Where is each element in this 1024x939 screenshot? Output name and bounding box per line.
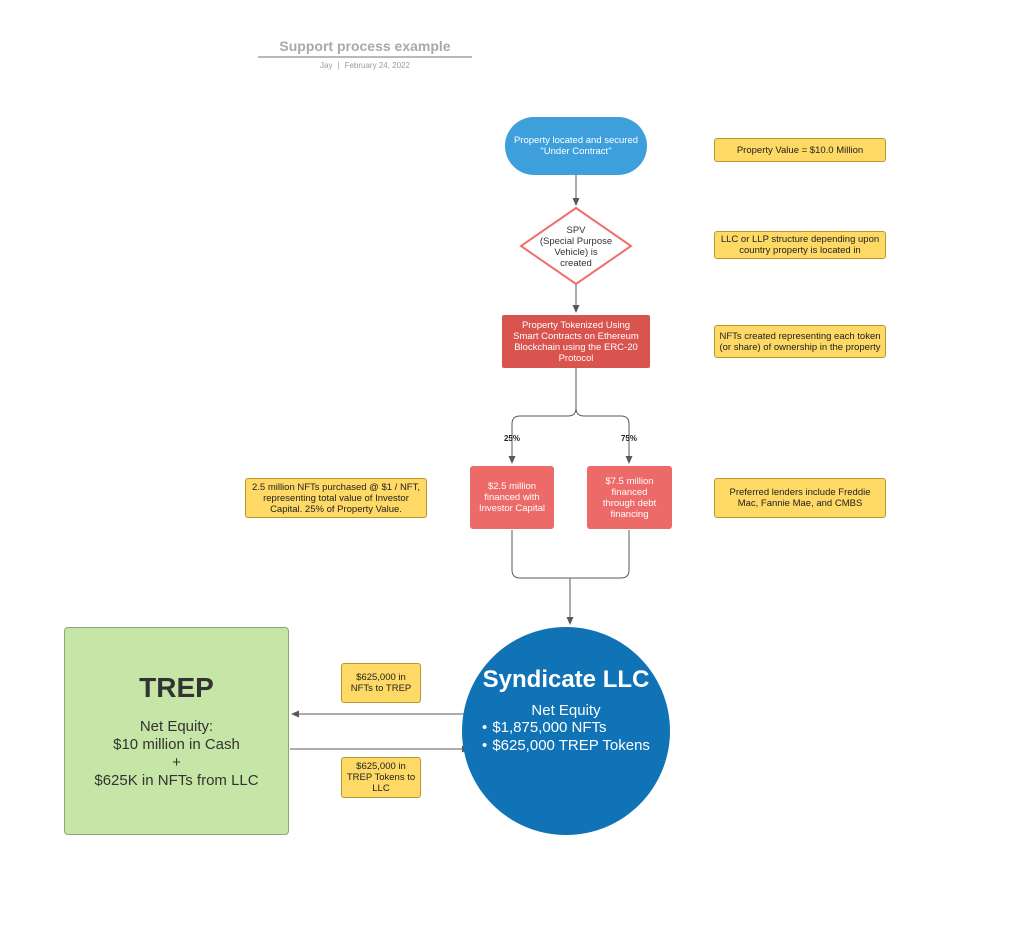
investor-line-1: $2.5 million bbox=[487, 481, 537, 492]
note-nfts-line-1: NFTs created representing each token bbox=[719, 330, 881, 342]
process-investor-capital: $2.5 million financed with Investor Capi… bbox=[470, 466, 554, 529]
date: February 24, 2022 bbox=[344, 61, 410, 70]
syndicate-item: $1,875,000 NFTs bbox=[482, 719, 650, 737]
note-llc-line-1: LLC or LLP structure depending upon bbox=[720, 234, 880, 245]
note-property-value: Property Value = $10.0 Million bbox=[714, 138, 886, 162]
trep-line-4: $625K in NFTs from LLC bbox=[94, 772, 259, 789]
note-nfts-to-trep: $625,000 in NFTs to TREP bbox=[341, 663, 421, 703]
note-lenders-line-2: Mac, Fannie Mae, and CMBS bbox=[737, 498, 863, 509]
spv-line-4: created bbox=[560, 258, 592, 269]
syndicate-title: Syndicate LLC bbox=[482, 665, 650, 693]
trep-line-2: $10 million in Cash bbox=[113, 736, 240, 753]
trep-line-1: Net Equity: bbox=[139, 718, 214, 735]
tokenized-line-3: Blockchain using the ERC-20 bbox=[514, 341, 638, 353]
debt-line-1: $7.5 million bbox=[605, 475, 654, 487]
spv-decision-node: SPV (Special Purpose Vehicle) is created bbox=[526, 220, 626, 274]
note-tokens-line-3: LLC bbox=[372, 783, 390, 794]
debt-line-2: financed bbox=[611, 486, 648, 498]
connector-merge bbox=[511, 530, 630, 579]
start-node-property-secured: Property located and secured "Under Cont… bbox=[505, 117, 647, 175]
note-purchased-line-2: representing total value of Investor bbox=[263, 492, 409, 504]
spv-line-3: Vehicle) is bbox=[554, 247, 598, 258]
note-purchased-line-3: Capital. 25% of Property Value. bbox=[270, 503, 402, 515]
debt-line-3: through debt bbox=[602, 497, 657, 509]
note-nfts-purchased: 2.5 million NFTs purchased @ $1 / NFT, r… bbox=[245, 478, 427, 518]
note-llc-structure: LLC or LLP structure depending upon coun… bbox=[714, 231, 886, 259]
document-meta: Jay | February 24, 2022 bbox=[258, 61, 472, 70]
process-property-tokenized: Property Tokenized Using Smart Contracts… bbox=[502, 315, 650, 368]
trep-title: TREP bbox=[139, 672, 214, 703]
syndicate-item: $625,000 TREP Tokens bbox=[482, 737, 650, 755]
note-purchased-line-1: 2.5 million NFTs purchased @ $1 / NFT, bbox=[251, 481, 421, 493]
debt-line-4: financing bbox=[610, 508, 649, 520]
start-line-2: "Under Contract" bbox=[540, 146, 612, 157]
percent-label-25: 25% bbox=[503, 434, 520, 443]
spv-diamond bbox=[519, 206, 633, 286]
trep-box: TREP Net Equity: $10 million in Cash + $… bbox=[64, 627, 289, 835]
note-tokens-to-llc: $625,000 in TREP Tokens to LLC bbox=[341, 757, 421, 798]
note-tokens-line-1: $625,000 in bbox=[356, 761, 406, 772]
document-title: Support process example bbox=[258, 38, 472, 58]
note-nfts-to-trep-line-1: $625,000 in bbox=[356, 672, 406, 683]
note-tokens-line-2: TREP Tokens to bbox=[346, 772, 416, 783]
tokenized-line-4: Protocol bbox=[558, 352, 594, 364]
note-llc-line-2: country property is located in bbox=[739, 245, 861, 256]
connector-split-right bbox=[575, 407, 633, 464]
note-nfts-created: NFTs created representing each token (or… bbox=[714, 325, 886, 358]
investor-line-3: Investor Capital bbox=[478, 503, 545, 514]
syndicate-content: Syndicate LLC Net Equity $1,875,000 NFTs… bbox=[466, 660, 666, 760]
trep-line-3: + bbox=[172, 754, 181, 771]
note-nfts-line-2: (or share) of ownership in the property bbox=[719, 341, 881, 353]
tokenized-line-1: Property Tokenized Using bbox=[521, 319, 631, 331]
spv-line-2: (Special Purpose bbox=[539, 236, 613, 247]
spv-line-1: SPV bbox=[566, 225, 586, 236]
note-lenders-line-1: Preferred lenders include Freddie bbox=[729, 487, 871, 498]
syndicate-list: $1,875,000 NFTs $625,000 TREP Tokens bbox=[482, 719, 650, 755]
author: Jay bbox=[320, 61, 333, 70]
connector-split bbox=[508, 368, 577, 464]
meta-separator: | bbox=[337, 61, 340, 70]
process-debt-financing: $7.5 million financed through debt finan… bbox=[587, 466, 672, 529]
investor-line-2: financed with bbox=[484, 492, 540, 503]
note-property-value-text: Property Value = $10.0 Million bbox=[736, 144, 864, 156]
percent-label-75: 75% bbox=[620, 434, 637, 443]
note-preferred-lenders: Preferred lenders include Freddie Mac, F… bbox=[714, 478, 886, 518]
start-line-1: Property located and secured bbox=[513, 135, 639, 146]
tokenized-line-2: Smart Contracts on Ethereum bbox=[513, 330, 639, 342]
note-nfts-to-trep-line-2: NFTs to TREP bbox=[350, 683, 412, 694]
syndicate-subtitle: Net Equity bbox=[531, 701, 601, 719]
